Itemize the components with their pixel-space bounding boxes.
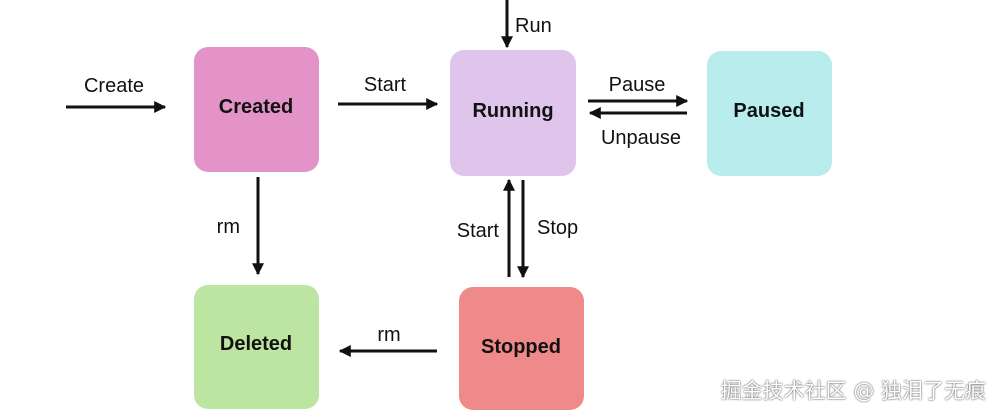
create-edge-label: Create bbox=[84, 75, 144, 97]
stopped-state-label: Stopped bbox=[481, 336, 561, 358]
rm-created-to-deleted-edge: rm bbox=[217, 177, 264, 276]
created-state-box bbox=[194, 47, 319, 172]
stopped-state-box bbox=[459, 287, 584, 410]
paused-state-node: Paused bbox=[707, 51, 832, 176]
unpause-edge-label: Unpause bbox=[601, 127, 681, 149]
created-state-label: Created bbox=[219, 96, 293, 118]
created-state-node: Created bbox=[194, 47, 319, 172]
paused-state-box bbox=[707, 51, 832, 176]
start-created-to-running-edge: Start bbox=[338, 74, 439, 110]
unpause-edge: Unpause bbox=[588, 107, 687, 149]
rm-stopped-to-deleted-edge: rm bbox=[338, 324, 437, 357]
rm-stopped-to-deleted-label: rm bbox=[377, 324, 400, 346]
stop-edge: Stop bbox=[517, 180, 578, 279]
watermark: 掘金技术社区 @ 独泪了无痕 bbox=[720, 379, 986, 403]
running-state-label: Running bbox=[472, 100, 553, 122]
deleted-state-box bbox=[194, 285, 319, 409]
running-state-box bbox=[450, 50, 576, 176]
pause-edge-label: Pause bbox=[609, 74, 666, 96]
deleted-state-node: Deleted bbox=[194, 285, 319, 409]
create-edge: Create bbox=[66, 75, 167, 113]
start-stopped-to-running-edge: Start bbox=[457, 178, 515, 277]
run-edge-label: Run bbox=[515, 15, 552, 37]
start-stopped-to-running-label: Start bbox=[457, 220, 500, 242]
stopped-state-node: Stopped bbox=[459, 287, 584, 410]
start-created-to-running-label: Start bbox=[364, 74, 407, 96]
deleted-state-label: Deleted bbox=[220, 333, 292, 355]
paused-state-label: Paused bbox=[733, 100, 804, 122]
running-state-node: Running bbox=[450, 50, 576, 176]
rm-created-to-deleted-label: rm bbox=[217, 216, 240, 238]
run-edge: Run bbox=[501, 0, 552, 49]
pause-edge: Pause bbox=[588, 74, 689, 107]
stop-edge-label: Stop bbox=[537, 217, 578, 239]
